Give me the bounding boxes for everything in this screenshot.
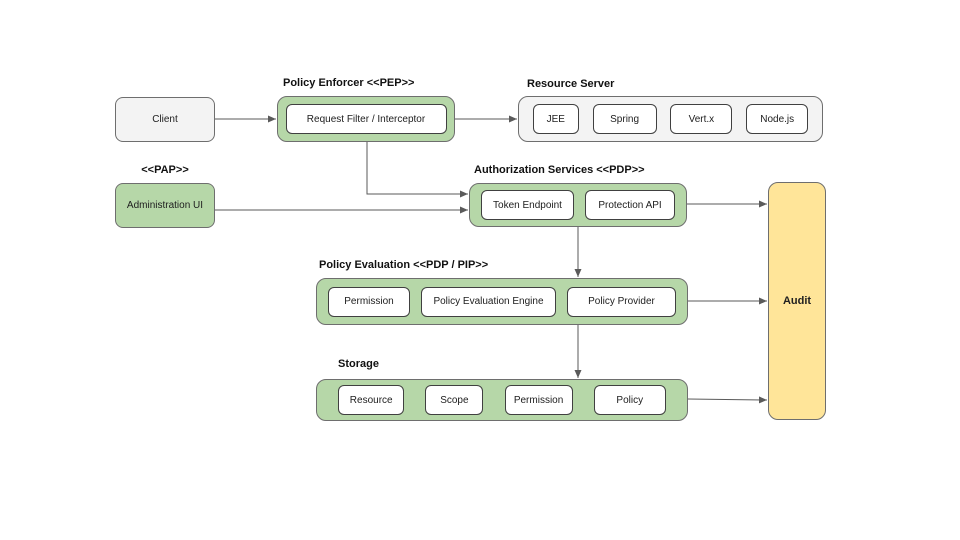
spring-box: Spring xyxy=(592,104,657,134)
policy-enforcer-container: Request Filter / Interceptor xyxy=(277,96,455,142)
client-box: Client xyxy=(115,97,215,142)
policy-box: Policy xyxy=(593,385,666,415)
resource-server-container: JEE Spring Vert.x Node.js xyxy=(518,96,823,142)
client-label: Client xyxy=(152,114,178,125)
connector-storage-to-audit xyxy=(687,396,768,404)
authorization-services-container: Token Endpoint Protection API xyxy=(469,183,687,227)
connector-enforcer-to-auth-services xyxy=(366,142,468,198)
policy-enforcer-title: Policy Enforcer <<PEP>> xyxy=(283,77,415,89)
storage-title: Storage xyxy=(338,358,379,370)
policy-evaluation-engine-box: Policy Evaluation Engine xyxy=(421,286,556,317)
resource-box: Resource xyxy=(338,385,405,415)
administration-ui-label: Administration UI xyxy=(126,200,204,211)
jee-box: JEE xyxy=(532,104,579,134)
token-endpoint-box: Token Endpoint xyxy=(481,190,574,220)
policy-evaluation-container: Permission Policy Evaluation Engine Poli… xyxy=(316,278,688,325)
authorization-services-title: Authorization Services <<PDP>> xyxy=(474,164,645,176)
nodejs-box: Node.js xyxy=(746,104,809,134)
scope-box: Scope xyxy=(425,385,484,415)
storage-permission-box: Permission xyxy=(504,385,573,415)
audit-label: Audit xyxy=(782,295,812,307)
policy-provider-box: Policy Provider xyxy=(567,286,676,317)
vertx-box: Vert.x xyxy=(670,104,733,134)
request-filter-box: Request Filter / Interceptor xyxy=(285,104,447,134)
pap-title: <<PAP>> xyxy=(141,164,189,176)
policy-evaluation-title: Policy Evaluation <<PDP / PIP>> xyxy=(319,259,489,271)
protection-api-box: Protection API xyxy=(585,190,675,220)
resource-server-title: Resource Server xyxy=(527,78,615,90)
administration-ui-box: Administration UI xyxy=(115,183,215,228)
audit-box: Audit xyxy=(768,182,826,420)
storage-container: Resource Scope Permission Policy xyxy=(316,379,688,421)
permission-box: Permission xyxy=(328,286,410,317)
